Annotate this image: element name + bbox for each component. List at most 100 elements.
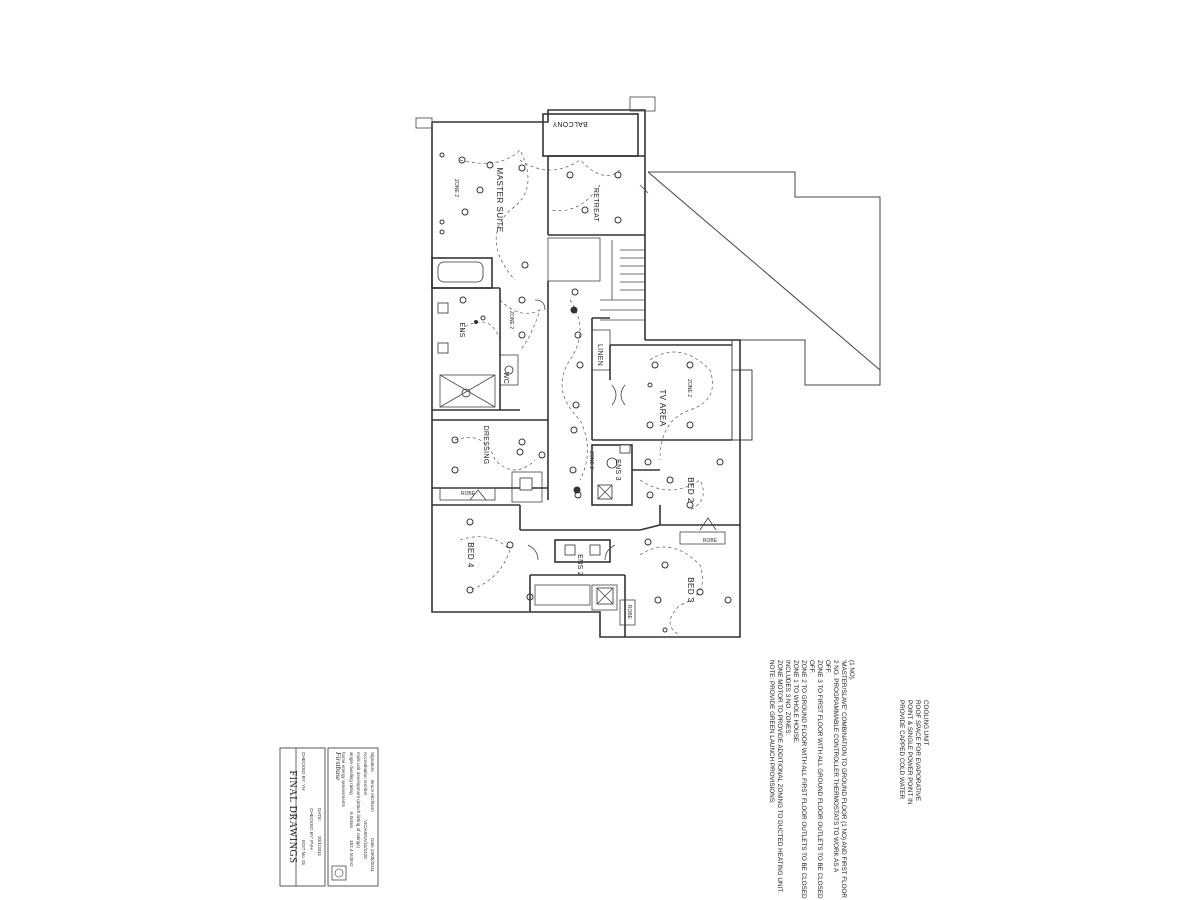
note-line: 'MASTER/SLAVE' COMBINATION TO GROUND FLO… [840, 660, 847, 898]
room-label-bed-3: BED 3 [686, 577, 695, 603]
note-line: ZONE MOTOR TO PROVIDE ADDITIONAL ZONING … [776, 660, 783, 893]
room-label-dressing: DRESSING [482, 426, 489, 465]
light-point [439, 152, 445, 158]
note-line: NOTE: PROVIDE GREEN LAUNCH PROVISIONS: [768, 660, 775, 804]
light-point [451, 436, 459, 444]
room-label-ens: ENS [458, 322, 465, 337]
note-line: INCLUDES 3 NO. ZONES: [784, 660, 791, 735]
fixtures [437, 261, 631, 605]
light-point [526, 593, 534, 601]
light-point [480, 315, 486, 321]
multi-unit-line: multi unit development (attach listing o… [356, 752, 361, 848]
exhaust-fans [474, 306, 581, 494]
light-point [614, 216, 622, 224]
signature-name: Bruce Aitchison [370, 780, 375, 812]
light-point [644, 458, 652, 466]
room-labels: BALCONY MASTER SUITE RETREAT ENS WC LINE… [453, 120, 718, 620]
assessor-brand: Firstbase [334, 751, 343, 781]
title-block-checked-by-2: CHECKED BY: PVH [309, 808, 314, 850]
assessor-seal [331, 865, 347, 881]
room-label-master-suite: MASTER SUITE [495, 167, 504, 232]
light-point [666, 476, 674, 484]
light-point [686, 501, 694, 509]
note-line: ZONE 3 TO FIRST FLOOR WITH ALL GROUND FL… [816, 660, 823, 899]
note-line: (1 NO). [848, 660, 855, 681]
evaporative-note: PROVIDE CAPPED COLD WATER POINT & SINGLE… [898, 700, 929, 805]
light-point [574, 331, 582, 339]
light-point [572, 401, 580, 409]
note-line: ZONE 2 TO GROUND FLOOR WITH ALL FIRST FL… [800, 660, 807, 899]
rating-line: single dwelling rating [349, 752, 354, 795]
room-label-ens-2: ENS 2 [576, 554, 583, 576]
assessor-brand-sub: home energy assessments [341, 752, 346, 808]
evap-note-line: ROOF SPACE FOR EVAPORATIVE [914, 700, 921, 801]
evap-note-line: PROVIDE CAPPED COLD WATER [898, 700, 905, 799]
light-point [506, 541, 514, 549]
light-point [461, 208, 469, 216]
room-label-linen: LINEN [596, 344, 603, 366]
note-line: OFF. [808, 660, 815, 674]
light-point [516, 448, 524, 456]
signature-date: Date 23/05/2011 [370, 838, 375, 872]
zoning-notes: NOTE: PROVIDE GREEN LAUNCH PROVISIONS: Z… [768, 660, 855, 899]
light-point [724, 596, 732, 604]
light-point [686, 361, 694, 369]
room-label-bed-2: BED 2 [686, 477, 695, 503]
light-point [686, 421, 694, 429]
light-point [521, 261, 529, 269]
light-point [476, 186, 484, 194]
light-point [696, 588, 704, 596]
light-point [651, 361, 659, 369]
room-label-robe: ROBE [626, 605, 632, 620]
note-line: ZONE 1 TO WHOLE HOUSE. [792, 660, 799, 744]
title-block: FINAL DRAWINGS CHECKED BY: YH EDIT No. 0… [279, 747, 379, 887]
light-point [459, 296, 467, 304]
light-point [716, 458, 724, 466]
light-point [644, 538, 652, 546]
light-point [518, 296, 526, 304]
light-point [662, 627, 668, 633]
light-point [614, 171, 622, 179]
light-point [439, 219, 445, 225]
light-point [466, 518, 474, 526]
light-point [518, 164, 526, 172]
light-point [654, 596, 662, 604]
signature-label: Signature [370, 752, 375, 772]
light-point [646, 491, 654, 499]
room-label-wc: WC [502, 372, 509, 384]
zone-label: ZONE 2 [686, 379, 692, 397]
light-point [538, 451, 546, 459]
room-label-balcony: BALCONY [552, 120, 588, 127]
title-block-title: FINAL DRAWINGS [287, 770, 298, 863]
light-point [458, 156, 466, 164]
accreditation-value: VIC/ABSA/11/2420 [363, 820, 368, 859]
title-block-edit-no: EDIT No. 01 [301, 840, 306, 866]
zone-label: ZONE 2 [588, 451, 594, 469]
light-point [647, 382, 653, 388]
title-block-date-value: 20/1/2011 [317, 836, 322, 857]
note-line: 2 NO. PROGRAMMABLE CONTROLLER THERMOSTAT… [832, 660, 839, 873]
room-label-bed-4: BED 4 [466, 542, 475, 568]
light-point [571, 288, 579, 296]
light-point [570, 426, 578, 434]
light-point [439, 229, 445, 235]
floor-plan-walls [415, 96, 741, 638]
rating-mj: 182.4 MJ/m2 [349, 840, 354, 867]
light-point [466, 586, 474, 594]
light-point [576, 361, 584, 369]
zone-label: ZONE 2 [508, 311, 514, 329]
rating-stars: 6.0stars [349, 812, 354, 829]
title-block-checked-by: CHECKED BY: YH [301, 752, 306, 790]
room-label-ens-3: ENS 3 [614, 459, 621, 481]
evap-note-line: COOLING UNIT [922, 700, 929, 746]
light-point [569, 466, 577, 474]
evap-note-line: POINT & SINGLE POWER POINT IN [906, 700, 913, 805]
note-line: OFF. [824, 660, 831, 674]
room-label-tv-area: TV AREA [658, 389, 667, 426]
roof-outline [647, 171, 881, 441]
light-point [566, 171, 574, 179]
room-label-retreat: RETREAT [592, 188, 599, 223]
light-point [661, 561, 669, 569]
zone-label: ZONE 2 [453, 179, 459, 197]
